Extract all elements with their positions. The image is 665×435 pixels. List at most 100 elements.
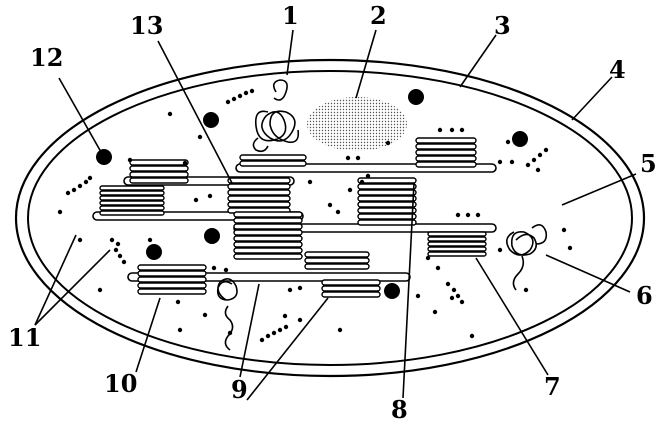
ribosome-dot	[526, 163, 530, 167]
ribosome-dot	[114, 248, 118, 252]
granum-disc	[130, 172, 188, 177]
granum-disc	[228, 190, 290, 195]
granum-disc	[234, 224, 302, 229]
ribosome-dot	[298, 318, 302, 322]
ribosome-dot	[452, 288, 456, 292]
ribosome-dot	[360, 180, 364, 184]
callout-12: 12	[30, 46, 63, 70]
granum-disc	[234, 242, 302, 247]
ribosome-dot	[298, 286, 302, 290]
ribosome-dot	[266, 334, 270, 338]
granum-disc	[428, 242, 486, 246]
granum-disc	[416, 162, 476, 167]
ribosome-dot	[416, 294, 420, 298]
granum-disc	[234, 212, 302, 217]
callout-3: 3	[494, 14, 511, 38]
callout-6: 6	[636, 284, 653, 308]
ribosome-dot	[232, 97, 236, 101]
ribosome-dot	[194, 198, 198, 202]
ribosome-dot	[84, 180, 88, 184]
granum-disc	[240, 155, 306, 160]
granum-disc	[428, 247, 486, 251]
ribosome-dot	[524, 288, 528, 292]
ribosome-dot	[506, 140, 510, 144]
ribosome-dot	[498, 248, 502, 252]
granum-disc	[322, 286, 380, 291]
ribosome-dot	[118, 254, 122, 258]
ribosome-dot	[450, 128, 454, 132]
granum-disc	[234, 230, 302, 235]
granum-disc	[305, 258, 369, 263]
granum-disc	[130, 166, 188, 171]
ribosome-dot	[110, 238, 114, 242]
ribosome-dot	[244, 91, 248, 95]
granum-disc	[228, 184, 290, 189]
ribosome-dot	[538, 153, 542, 157]
granum-disc	[100, 186, 164, 190]
ribosome-dot	[356, 156, 360, 160]
granum-disc	[234, 248, 302, 253]
granum-disc	[100, 196, 164, 200]
granum-disc	[358, 178, 416, 183]
ribosome-dot	[278, 328, 282, 332]
granum-disc	[130, 160, 188, 165]
granum-disc	[234, 218, 302, 223]
granum-disc	[322, 280, 380, 285]
callout-11: 11	[8, 326, 41, 350]
ribosome-dot	[176, 300, 180, 304]
granum-disc	[416, 156, 476, 161]
callout-1: 1	[282, 4, 299, 28]
ribosome-dot	[348, 188, 352, 192]
ribosome-dot	[308, 180, 312, 184]
granum-disc	[428, 232, 486, 236]
granum-disc	[322, 292, 380, 297]
ribosome-dot	[562, 228, 566, 232]
granum-disc	[228, 196, 290, 201]
callout-10: 10	[104, 372, 137, 396]
ribosome-dot	[450, 296, 454, 300]
granum-disc	[305, 252, 369, 257]
granum-disc	[358, 214, 416, 219]
ribosome-dot	[88, 176, 92, 180]
ribosome-dot	[456, 294, 460, 298]
ribosome-dot	[456, 213, 460, 217]
ribosome-dot	[498, 160, 502, 164]
ribosome-dot	[78, 238, 82, 242]
granum-disc	[240, 161, 306, 166]
callout-9: 9	[231, 378, 248, 402]
granum-disc	[100, 211, 164, 215]
ribosome-dot	[148, 238, 152, 242]
ribosome-dot	[272, 331, 276, 335]
ribosome-dot	[386, 141, 390, 145]
ribosome-dot	[260, 338, 264, 342]
ribosome-dot	[78, 184, 82, 188]
ribosome-dot	[466, 213, 470, 217]
ribosome-dot	[283, 314, 287, 318]
ribosome-dot	[250, 89, 254, 93]
ribosome-dot	[438, 128, 442, 132]
ribosome-dot	[238, 94, 242, 98]
starch-grain	[307, 97, 407, 151]
ribosome-dot	[58, 210, 62, 214]
ribosome-dot	[536, 168, 540, 172]
callout-4: 4	[609, 58, 626, 82]
granum-disc	[358, 202, 416, 207]
granum-disc	[138, 265, 206, 270]
ribosome-dot	[510, 160, 514, 164]
ribosome-dot	[122, 260, 126, 264]
granum-disc	[358, 184, 416, 189]
ribosome-dot	[66, 191, 70, 195]
granum-disc	[358, 220, 416, 225]
granum-disc	[100, 201, 164, 205]
granum-disc	[305, 264, 369, 269]
ribosome-dot	[128, 158, 132, 162]
callout-8: 8	[391, 398, 408, 422]
granum-disc	[416, 138, 476, 143]
ribosome-dot	[532, 158, 536, 162]
ribosome-dot	[336, 210, 340, 214]
granum-disc	[428, 252, 486, 256]
ribosome-dot	[72, 188, 76, 192]
ribosome-dot	[183, 161, 187, 165]
ribosome-dot	[568, 246, 572, 250]
